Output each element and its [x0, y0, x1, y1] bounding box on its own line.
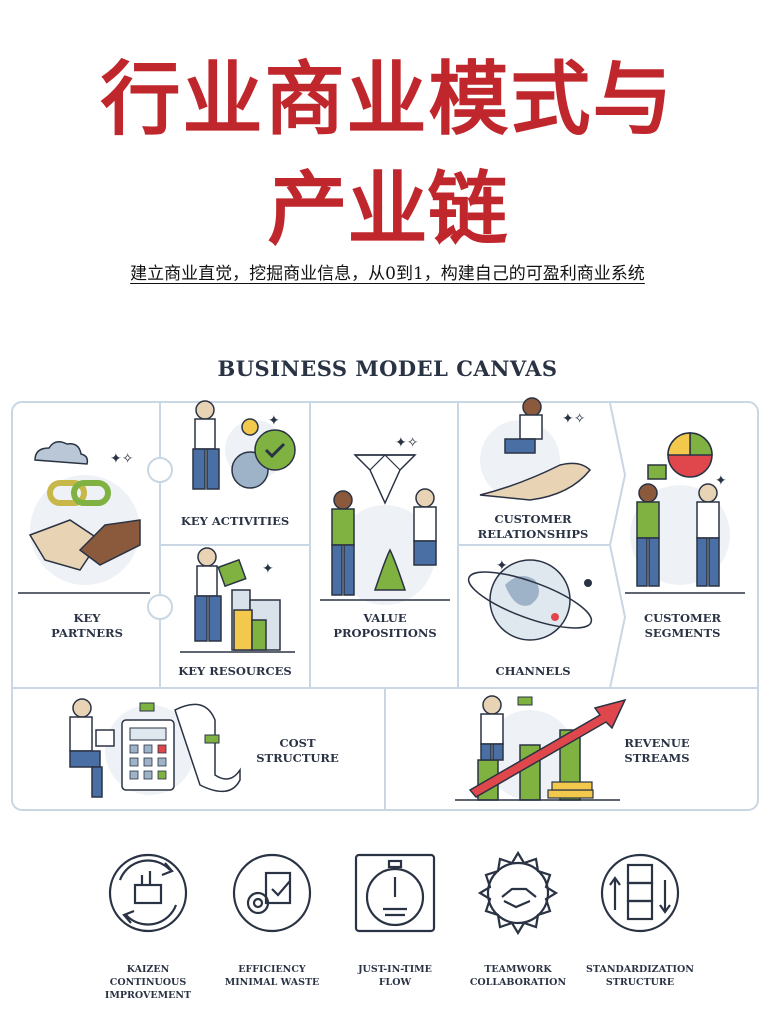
page-subtitle: 建立商业直觉，挖掘商业信息，从0到1，构建自己的可盈利商业系统 [130, 264, 645, 284]
channels-illustration: ✦ [467, 558, 593, 641]
thumbs-up-icon [647, 464, 667, 480]
puzzle-notches [147, 457, 173, 620]
svg-text:✦✧: ✦✧ [110, 451, 134, 467]
customer-relationships-illustration: ✦✧ [479, 397, 592, 501]
coins-icon [547, 789, 594, 799]
growth-arrow-icon [468, 698, 627, 798]
page-title-line-2: 产业链 [267, 163, 508, 256]
stopwatch-icon [354, 853, 436, 933]
cloud-icon [34, 441, 89, 465]
customer-segments-illustration: ✦ [625, 432, 745, 594]
svg-text:✦: ✦ [268, 413, 280, 429]
revenue-streams-illustration [455, 695, 627, 801]
teamwork-gear-icon [477, 850, 559, 936]
principle-icons-row [108, 850, 680, 936]
svg-text:✦✧: ✦✧ [562, 411, 586, 427]
standardization-cubes-icon [600, 853, 680, 933]
value-propositions-illustration: ✦✧ [320, 435, 450, 605]
business-model-canvas-board: ✦✧ ✦ ✦ [11, 397, 759, 811]
canvas-grid-lines [12, 402, 758, 810]
svg-text:✦: ✦ [262, 561, 274, 577]
page-title-line-1: 行业商业模式与 [100, 53, 675, 146]
cost-structure-illustration [69, 698, 241, 798]
key-resources-illustration: ✦ [180, 547, 295, 653]
canvas-title: BUSINESS MODEL CANVAS [217, 356, 558, 381]
chain-link-icon [47, 480, 87, 506]
open-hand-icon [479, 462, 592, 501]
receipt-icon [174, 703, 241, 793]
svg-text:✦: ✦ [715, 473, 727, 489]
kaizen-cycle-icon [108, 853, 188, 933]
svg-text:✦: ✦ [496, 558, 508, 574]
plant-icon [373, 548, 407, 591]
channels-label: CHANNELS [495, 664, 571, 678]
svg-text:✦✧: ✦✧ [395, 435, 419, 451]
box-icon [217, 558, 247, 588]
key-activities-label: KEY ACTIVITIES [180, 514, 290, 528]
key-resources-label: KEY RESOURCES [178, 664, 292, 678]
person-figure [195, 400, 215, 420]
key-activities-illustration: ✦ [192, 400, 296, 490]
key-partners-illustration: ✦✧ [18, 441, 150, 594]
efficiency-gear-icon [232, 853, 312, 933]
